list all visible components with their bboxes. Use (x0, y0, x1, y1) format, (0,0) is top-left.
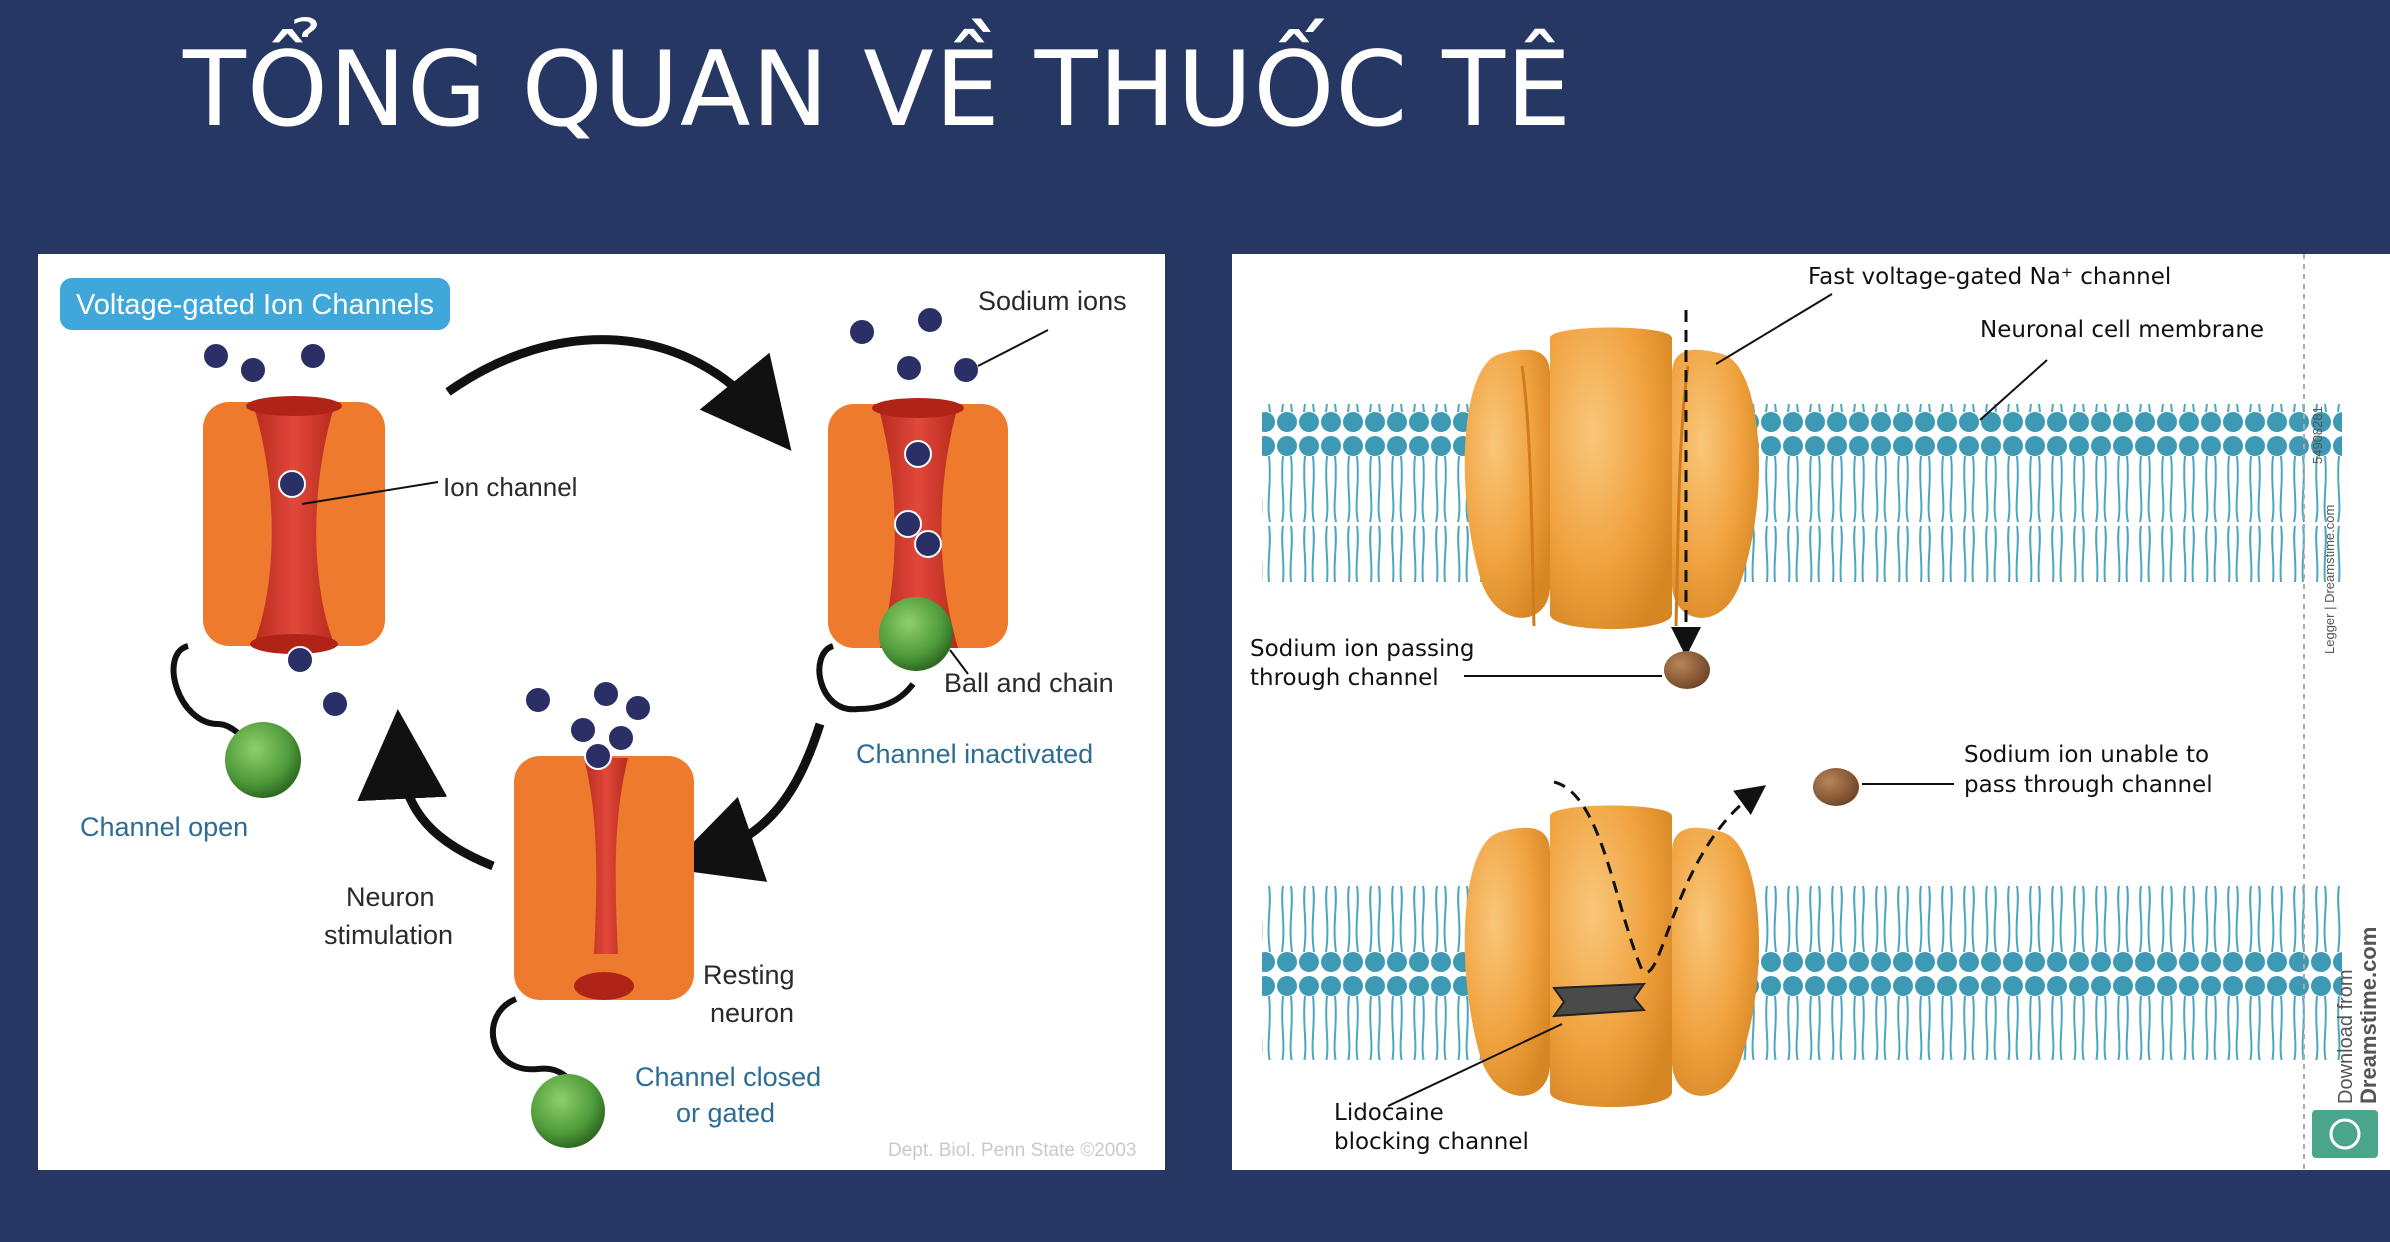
ball-domain (225, 722, 301, 798)
fast-channel-label: Fast voltage-gated Na⁺ channel (1808, 264, 2171, 290)
membrane-leader (1979, 359, 2048, 421)
transition-arrow-top (445, 335, 792, 451)
resting-neuron-label-1: Resting (703, 960, 795, 990)
lidocaine-diagram: Fast voltage-gated Na⁺ channel Neuronal … (1250, 254, 2381, 1170)
ion-unable-label-1: Sodium ion unable to (1964, 742, 2209, 768)
neuron-stimulation-label-2: stimulation (324, 920, 453, 950)
ball-domain-blocking (879, 597, 953, 671)
diagram-header-badge: Voltage-gated Ion Channels (60, 278, 450, 330)
sodium-ions-top-right (848, 306, 980, 558)
lidocaine-diagram-panel: Fast voltage-gated Na⁺ channel Neuronal … (1232, 254, 2390, 1170)
ion-channel-label: Ion channel (443, 472, 577, 502)
lidocaine-label-1: Lidocaine (1334, 1100, 1444, 1126)
stock-id-text: 54908281 (2310, 406, 2325, 464)
channel-closed-label-1: Channel closed (635, 1062, 821, 1092)
voltage-gated-diagram-panel: Voltage-gated Ion Channels Ion channel C… (38, 254, 1165, 1170)
channel-closed-label-2: or gated (676, 1098, 775, 1128)
membrane-label: Neuronal cell membrane (1980, 317, 2264, 343)
transition-arrow-right (667, 722, 825, 882)
neuron-stimulation-label-1: Neuron (346, 882, 435, 912)
voltage-gated-diagram: Voltage-gated Ion Channels Ion channel C… (60, 278, 1137, 1161)
ball-and-chain-label: Ball and chain (944, 668, 1114, 698)
channel-inactivated-label: Channel inactivated (856, 739, 1093, 769)
sodium-ions-top-left (202, 342, 349, 718)
na-channel-top (1464, 327, 1760, 629)
sodium-ion-blocked (1813, 768, 1859, 806)
stock-download-text: Download from (2335, 969, 2357, 1104)
cell-membrane-top (1262, 404, 2342, 582)
lidocaine-molecule (1551, 982, 1647, 1018)
resting-neuron-label-2: neuron (710, 998, 794, 1028)
ion-passing-label-1: Sodium ion passing (1250, 636, 1475, 662)
ion-unable-label-2: pass through channel (1964, 772, 2213, 798)
stock-watermark-strip: Legger | Dreamstime.com 54908281 Downloa… (2303, 254, 2381, 1170)
ball-domain-resting (531, 1074, 605, 1148)
na-channel-bottom (1464, 805, 1760, 1107)
diagram-header-text: Voltage-gated Ion Channels (76, 289, 434, 321)
sodium-ions-leader (977, 329, 1049, 367)
stock-owner-text: Legger | Dreamstime.com (2322, 505, 2337, 654)
channel-open-label: Channel open (80, 812, 248, 842)
lidocaine-label-2: blocking channel (1334, 1129, 1529, 1155)
channel-open-illustration (170, 396, 385, 798)
lidocaine-leader (1387, 1023, 1563, 1107)
sodium-ion-passing (1664, 651, 1710, 689)
ion-channel-leader (301, 481, 439, 505)
sodium-ions-label: Sodium ions (978, 286, 1127, 316)
transition-arrow-left (357, 709, 495, 871)
stock-brand-text: Dreamstime.com (2356, 927, 2381, 1104)
slide-title: TỔNG QUAN VỀ THUỐC TÊ (183, 30, 1573, 150)
cell-membrane-bottom (1262, 882, 2342, 1060)
channel-closed-illustration (490, 756, 694, 1148)
diagram-credit: Dept. Biol. Penn State ©2003 (888, 1140, 1137, 1161)
sodium-ions-bottom (524, 680, 652, 770)
ion-passing-label-2: through channel (1250, 665, 1439, 691)
fast-channel-leader (1715, 293, 1833, 365)
stock-logo-icon (2329, 1118, 2361, 1150)
ball-chain-leader (949, 649, 969, 675)
